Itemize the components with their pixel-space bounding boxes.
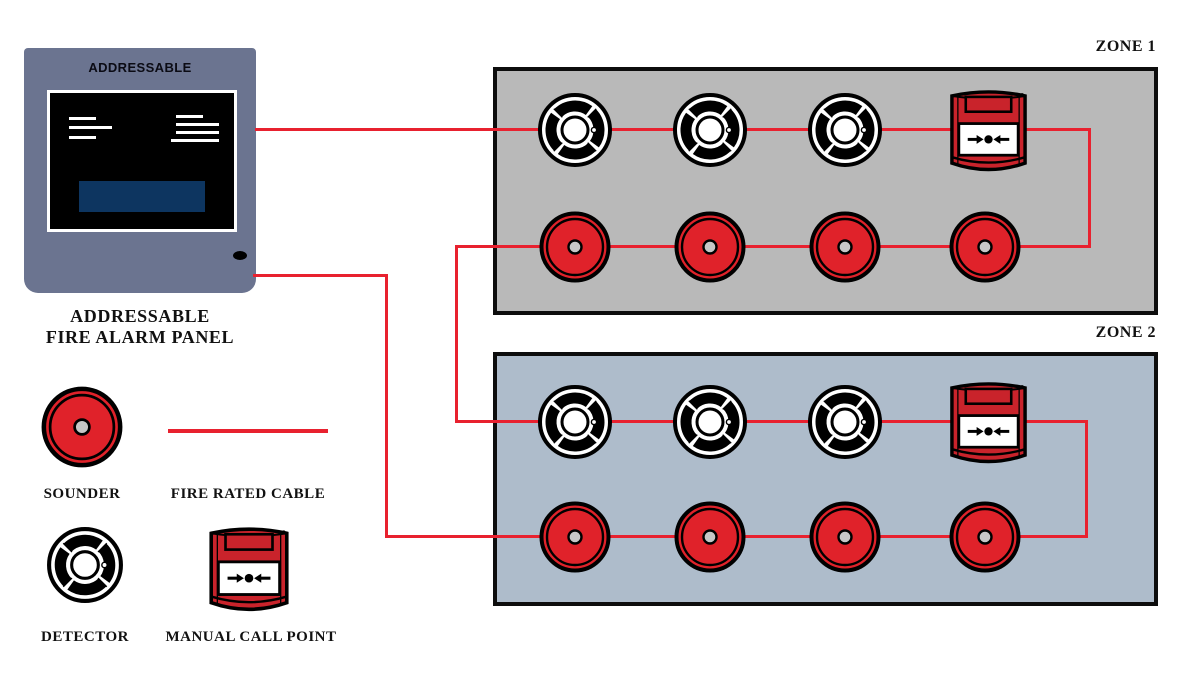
display-text-line — [69, 117, 96, 120]
sounder-icon — [809, 501, 881, 573]
manual-call-point — [946, 376, 1031, 469]
smoke-detector-icon — [673, 385, 747, 459]
panel-caption-line2: FIRE ALARM PANEL — [45, 327, 235, 347]
legend-detector-symbol — [46, 526, 124, 604]
display-text-line — [176, 115, 203, 118]
zone-1-label: ZONE 1 — [1095, 38, 1156, 55]
display-status-bar — [79, 181, 205, 212]
legend-cable-symbol — [168, 429, 328, 433]
sounder — [949, 501, 1021, 573]
press-here-arrows-icon — [227, 573, 271, 583]
legend-sounder-symbol — [41, 386, 123, 468]
manual-call-point — [205, 521, 293, 617]
fire-rated-cable-swatch — [168, 429, 328, 433]
cable-zone2-right-drop — [1085, 420, 1088, 538]
cable-zone1-to-zone2-drop — [455, 245, 458, 423]
fire-alarm-panel: ADDRESSABLE — [24, 48, 256, 293]
manual-call-point-icon — [949, 89, 1027, 171]
cable-zone1-sounder-row — [455, 245, 1091, 248]
legend-call-point-label: MANUAL CALL POINT — [165, 629, 337, 645]
smoke-detector — [807, 384, 883, 460]
panel-led-indicator — [233, 251, 247, 260]
manual-call-point-icon — [949, 381, 1027, 463]
display-text-line — [176, 131, 219, 134]
sounder-icon — [674, 501, 746, 573]
smoke-detector-icon — [808, 385, 882, 459]
sounder-icon — [949, 211, 1021, 283]
cable-zone2-detector-row — [455, 420, 1088, 423]
legend-sounder-label: SOUNDER — [43, 486, 121, 502]
smoke-detector — [672, 384, 748, 460]
display-text-line — [176, 123, 219, 126]
legend-detector-label: DETECTOR — [41, 629, 129, 645]
smoke-detector-icon — [538, 93, 612, 167]
panel-caption: ADDRESSABLE FIRE ALARM PANEL — [10, 306, 270, 348]
sounder — [949, 211, 1021, 283]
display-text-line — [171, 139, 219, 142]
sounder — [674, 501, 746, 573]
sounder — [809, 211, 881, 283]
zone-2-label: ZONE 2 — [1095, 324, 1156, 341]
smoke-detector-icon — [47, 527, 123, 603]
sounder — [674, 211, 746, 283]
panel-header-label: ADDRESSABLE — [88, 60, 192, 75]
sounder-icon — [674, 211, 746, 283]
display-text-line — [69, 126, 112, 129]
cable-zone1-right-drop — [1088, 128, 1091, 248]
sounder-icon — [539, 211, 611, 283]
sounder — [809, 501, 881, 573]
sounder-icon — [41, 386, 123, 468]
smoke-detector — [537, 92, 613, 168]
smoke-detector — [537, 384, 613, 460]
smoke-detector-icon — [538, 385, 612, 459]
smoke-detector — [672, 92, 748, 168]
press-here-arrows-icon — [967, 426, 1009, 436]
smoke-detector-icon — [673, 93, 747, 167]
cable-panel-to-zone1-detectors — [255, 128, 1091, 131]
panel-caption-line1: ADDRESSABLE — [70, 306, 210, 326]
sounder-icon — [949, 501, 1021, 573]
smoke-detector — [46, 526, 124, 604]
manual-call-point-icon — [209, 527, 289, 612]
sounder — [539, 501, 611, 573]
legend-cable-label: FIRE RATED CABLE — [170, 486, 326, 502]
legend-call-point-symbol — [205, 521, 293, 617]
cable-panel-return — [253, 274, 388, 277]
sounder-icon — [809, 211, 881, 283]
sounder — [41, 386, 123, 468]
manual-call-point — [946, 84, 1031, 177]
panel-display — [47, 90, 237, 232]
smoke-detector — [807, 92, 883, 168]
display-text-line — [69, 136, 96, 139]
sounder — [539, 211, 611, 283]
cable-return-riser — [385, 274, 388, 538]
smoke-detector-icon — [808, 93, 882, 167]
sounder-icon — [539, 501, 611, 573]
press-here-arrows-icon — [967, 134, 1009, 144]
